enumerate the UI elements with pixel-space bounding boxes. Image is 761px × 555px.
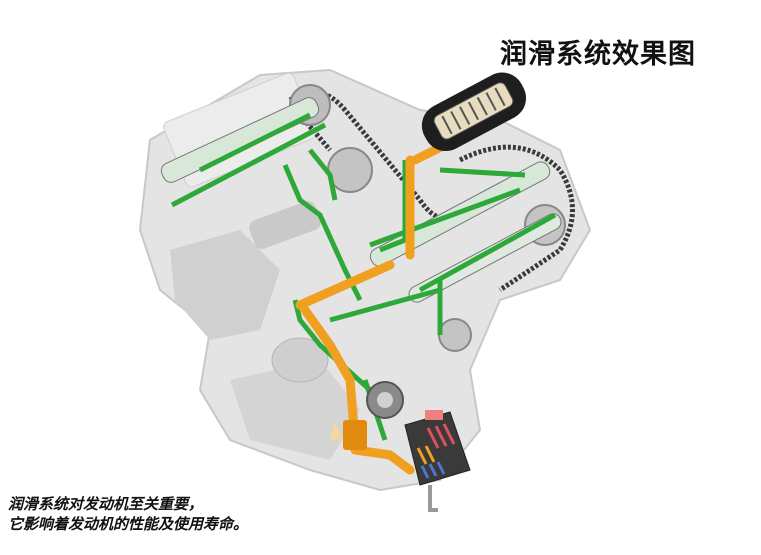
page-title: 润滑系统效果图	[500, 39, 696, 70]
oil-cooler	[404, 410, 471, 512]
oil-pump	[366, 381, 404, 419]
flow-arrow-icon	[330, 422, 342, 440]
oil-pickup	[343, 420, 367, 450]
caption-line-1: 润滑系统对发动机至关重要，	[8, 495, 204, 513]
oil-filter-housing	[421, 72, 527, 152]
caption: 润滑系统对发动机至关重要， 它影响着发动机的性能及使用寿命。	[8, 494, 248, 534]
oil-pressure-line	[295, 140, 450, 475]
caption-line-2: 它影响着发动机的性能及使用寿命。	[8, 515, 249, 533]
